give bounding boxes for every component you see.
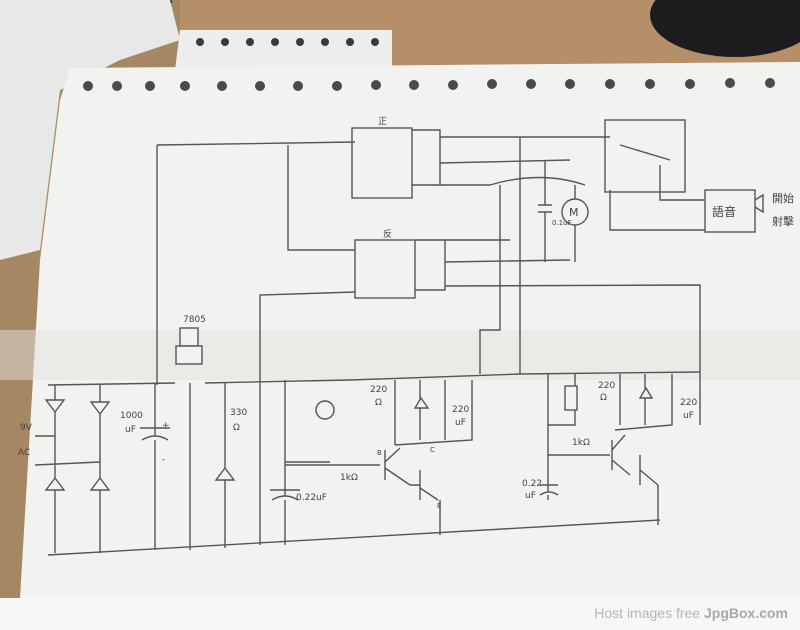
res-330-label: 330 [230, 408, 247, 418]
res-1k-left-label: 1kΩ [340, 473, 358, 483]
loose-paper [0, 0, 180, 260]
host-credit-prefix: Host images free [594, 605, 704, 621]
cap-minus: - [162, 455, 165, 465]
cap-220-right-unit: uF [683, 411, 694, 421]
paper-holes [83, 78, 775, 91]
pin-b-label: B [377, 449, 382, 457]
pin-c-label: C [430, 446, 435, 454]
cap-220-right-label: 220 [680, 398, 697, 408]
mouse-object [650, 0, 800, 57]
res-220-left-unit: Ω [375, 398, 382, 408]
schematic-wires [34, 119, 764, 556]
host-credit: Host images free JpgBox.com [594, 605, 788, 621]
regulator-label: 7805 [183, 315, 206, 325]
motor-cap-label: 0.1uF [552, 219, 572, 227]
relay-forward-label: 正 [378, 117, 387, 127]
motor-label: M [569, 206, 579, 219]
cap-1000-unit: uF [125, 425, 136, 435]
res-330-unit: Ω [233, 423, 240, 433]
component-symbols [44, 327, 654, 501]
diagram-labels: 正 反 7805 9V AC 1000 uF 330 Ω 0.22uF 1kΩ … [18, 117, 794, 510]
pin-e-label: E [437, 502, 441, 510]
res-1k-right-label: 1kΩ [572, 438, 590, 448]
back-sheet-holes [196, 38, 379, 46]
voice-module-label: 語音 [712, 204, 736, 219]
cap-220-left-unit: uF [455, 418, 466, 428]
supply-voltage-label: 9V [20, 423, 33, 433]
res-220-right-unit: Ω [600, 393, 607, 403]
cap-220-left-label: 220 [452, 405, 469, 415]
cap-1000-label: 1000 [120, 411, 143, 421]
footer-bar: Host images free JpgBox.com [0, 598, 800, 630]
relay-reverse-label: 反 [383, 229, 392, 240]
ac-label: AC [18, 448, 30, 458]
res-220-left-label: 220 [370, 385, 387, 395]
cap-plus: + [162, 421, 170, 431]
back-sheet [175, 30, 392, 70]
cap-022-right-unit: uF [525, 491, 536, 501]
circuit-photo: 正 反 7805 9V AC 1000 uF 330 Ω 0.22uF 1kΩ … [0, 0, 800, 598]
host-brand-link[interactable]: JpgBox.com [703, 605, 788, 621]
speaker-caption-2: 射擊 [772, 214, 794, 228]
shadow-band [0, 330, 800, 380]
cap-022-label: 0.22uF [296, 493, 327, 503]
res-220-right-label: 220 [598, 381, 615, 391]
speaker-caption-1: 開始 [772, 191, 794, 205]
cap-022-right-label: 0.22 [522, 479, 542, 489]
